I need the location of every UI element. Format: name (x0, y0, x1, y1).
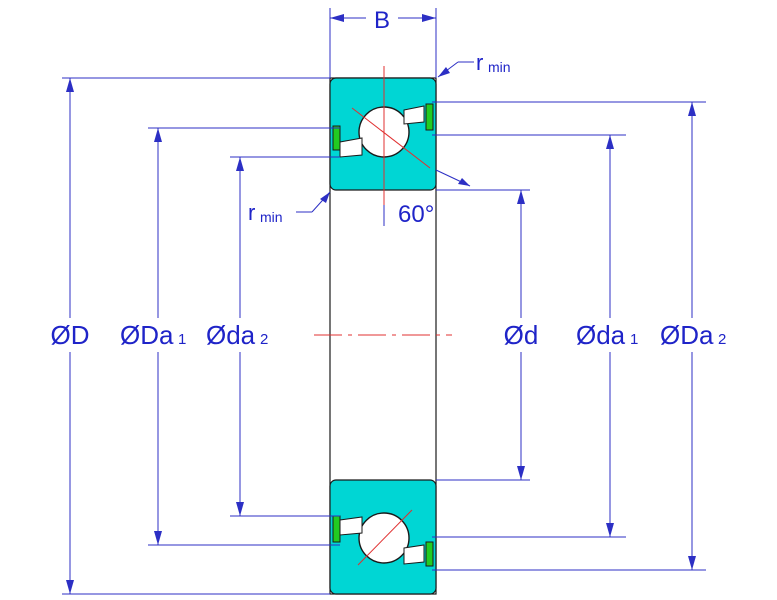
r-min-top-label: min (488, 59, 511, 75)
r-min-left: r min (248, 191, 331, 225)
dim-Da1-label: ØDa (120, 320, 174, 350)
top-seal-left (332, 125, 341, 151)
bottom-cage-right (403, 544, 425, 565)
top-seal-right (425, 103, 434, 131)
top-contact-line (351, 107, 431, 169)
dim-D: ØD (51, 77, 330, 595)
svg-text:2: 2 (718, 331, 726, 348)
angle-label: 60° (398, 201, 434, 228)
dim-da2-label: Øda (206, 320, 256, 350)
width-dimension: B (329, 7, 437, 78)
dim-Da2-label: ØDa (660, 320, 714, 350)
dim-Da2: ØDa 2 (432, 101, 726, 571)
dim-Da1: ØDa 1 (120, 127, 340, 546)
dim-d: Ød (436, 189, 539, 481)
top-section (329, 66, 437, 226)
bottom-contact-line (357, 509, 413, 566)
svg-text:r: r (248, 200, 255, 225)
svg-text:r: r (476, 50, 483, 75)
bottom-seal-right (425, 541, 434, 567)
dim-d-label: Ød (504, 320, 539, 350)
width-label: B (374, 7, 390, 34)
dim-da1: Øda 1 (432, 134, 638, 538)
svg-text:2: 2 (260, 331, 268, 348)
top-cage-left (339, 137, 363, 158)
bottom-section (329, 479, 437, 595)
top-cage-right (403, 105, 425, 125)
r-min-top: r min (437, 50, 511, 78)
dim-da1-label: Øda (576, 320, 626, 350)
r-min-left-label: min (260, 209, 283, 225)
bottom-seal-left (332, 515, 341, 543)
svg-text:1: 1 (178, 331, 186, 348)
contact-angle: 60° (383, 169, 471, 228)
dim-D-label: ØD (51, 320, 90, 350)
bottom-cage-left (339, 516, 363, 536)
dim-da2: Øda 2 (206, 156, 340, 517)
svg-text:1: 1 (630, 331, 638, 348)
